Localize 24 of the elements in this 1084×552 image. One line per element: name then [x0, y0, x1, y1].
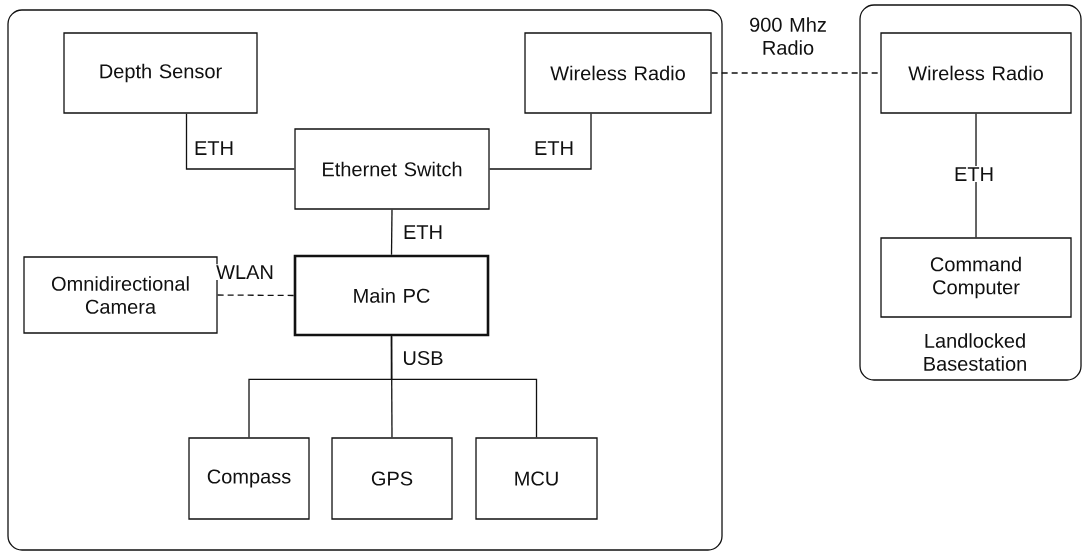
process-box: GPS	[331, 437, 453, 520]
connector-line	[489, 113, 592, 170]
edge-label: WLAN	[215, 264, 275, 280]
process-box: MCU	[475, 437, 598, 520]
edge-label: ETH	[193, 140, 235, 156]
connector-line	[711, 72, 881, 74]
connector-line	[390, 209, 393, 256]
connector-line	[390, 335, 538, 438]
edge-label: ETH	[533, 140, 575, 156]
process-box: Command Computer	[880, 237, 1072, 318]
edge-label: 900 Mhz Radio	[742, 16, 834, 56]
process-box: Compass	[188, 437, 310, 520]
process-box: Main PC	[293, 254, 490, 337]
process-box: Depth Sensor	[63, 32, 258, 114]
connector-line	[217, 294, 295, 297]
edge-label: ETH	[953, 166, 995, 182]
connector-line	[185, 113, 295, 170]
process-box: Ethernet Switch	[294, 128, 490, 210]
process-box: Wireless Radio	[880, 32, 1072, 114]
connector-line	[975, 113, 977, 238]
group-box	[7, 9, 723, 551]
edge-label: ETH	[402, 224, 444, 240]
process-box: Wireless Radio	[524, 32, 712, 114]
edge-label: USB	[401, 349, 445, 367]
